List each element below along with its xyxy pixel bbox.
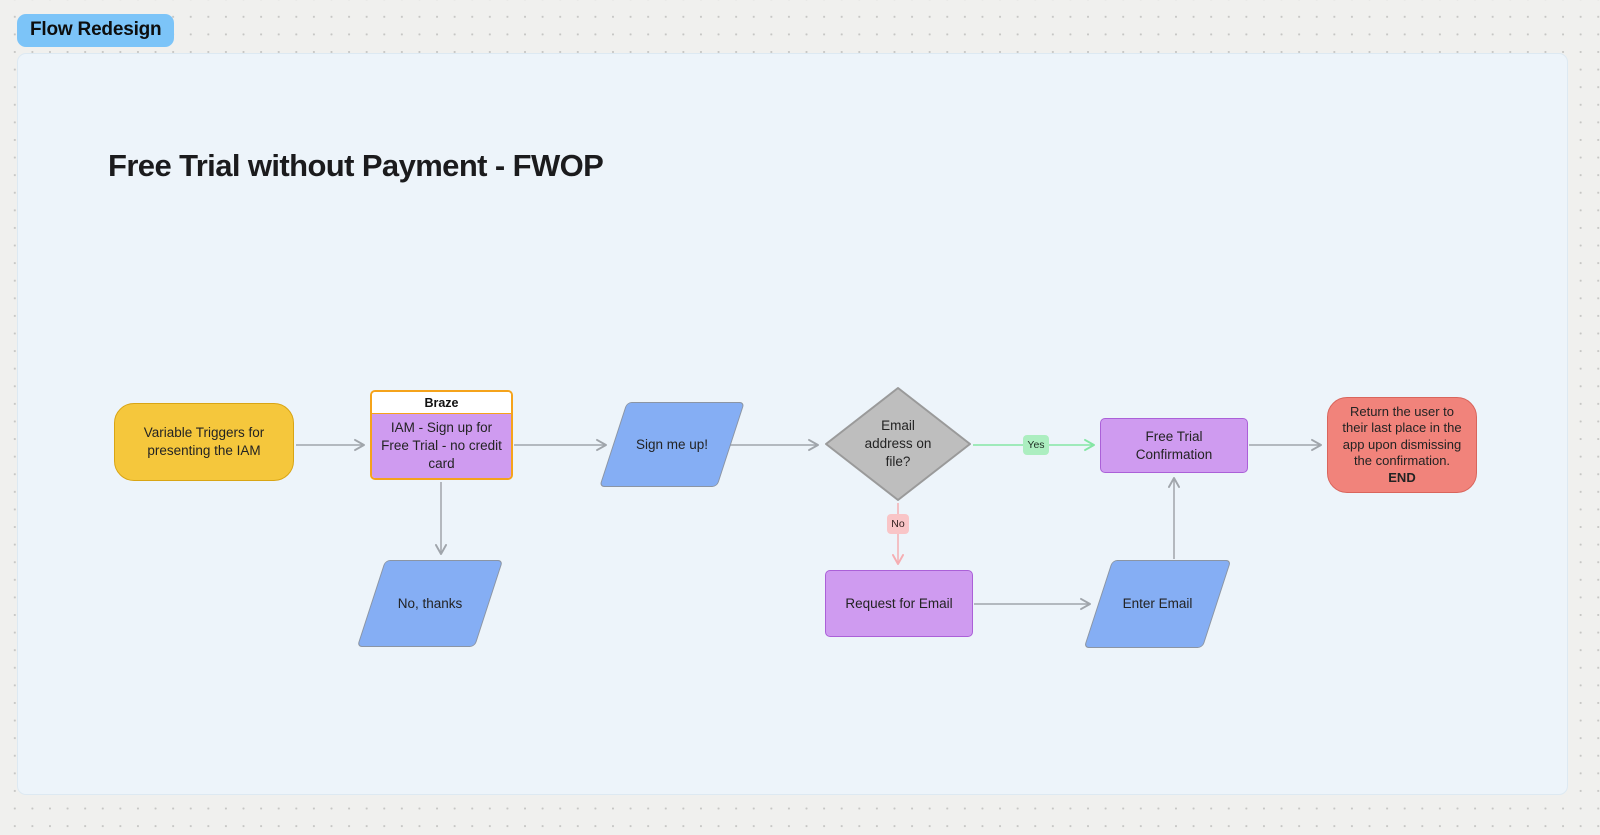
node-return-user-end[interactable]: Return the user to their last place in t… bbox=[1327, 397, 1477, 493]
node-email-on-file-label: Email address on file? bbox=[864, 418, 932, 469]
diamond-shape bbox=[825, 387, 971, 501]
node-sign-me-up[interactable]: Sign me up! bbox=[597, 402, 747, 487]
node-request-for-email[interactable]: Request for Email bbox=[825, 570, 973, 637]
node-enter-email[interactable]: Enter Email bbox=[1082, 560, 1233, 648]
edge-label-no[interactable]: No bbox=[887, 514, 909, 534]
node-email-on-file-decision[interactable]: Email address on file? bbox=[824, 386, 972, 502]
node-sign-me-up-label: Sign me up! bbox=[635, 436, 709, 452]
braze-group-title[interactable]: Braze bbox=[372, 392, 511, 414]
node-braze-group[interactable]: Braze IAM - Sign up for Free Trial - no … bbox=[370, 390, 513, 480]
node-iam-signup[interactable]: IAM - Sign up for Free Trial - no credit… bbox=[372, 414, 511, 478]
frame-name-badge[interactable]: Flow Redesign bbox=[17, 14, 175, 47]
end-label: END bbox=[1388, 469, 1416, 485]
node-free-trial-confirmation[interactable]: Free Trial Confirmation bbox=[1100, 418, 1248, 473]
node-return-user-label: Return the user to their last place in t… bbox=[1328, 404, 1476, 486]
node-free-trial-confirmation-label: Free Trial Confirmation bbox=[1135, 428, 1213, 462]
edge-label-yes[interactable]: Yes bbox=[1023, 435, 1049, 455]
node-variable-triggers-label: Variable Triggers for presenting the IAM bbox=[143, 425, 265, 458]
page-title[interactable]: Free Trial without Payment - FWOP bbox=[108, 148, 604, 183]
node-no-thanks-label: No, thanks bbox=[397, 595, 463, 611]
node-enter-email-label: Enter Email bbox=[1122, 596, 1193, 612]
node-no-thanks[interactable]: No, thanks bbox=[355, 560, 505, 647]
node-request-for-email-label: Request for Email bbox=[845, 595, 953, 611]
node-variable-triggers[interactable]: Variable Triggers for presenting the IAM bbox=[114, 403, 294, 481]
